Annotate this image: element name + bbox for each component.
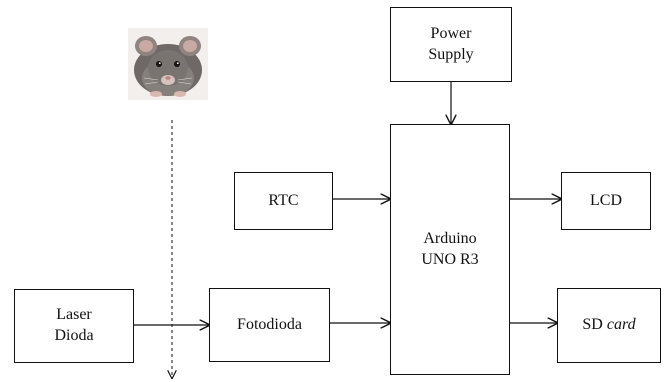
rtc-block: RTC [234,172,333,230]
rat-icon [128,28,208,100]
sd-card-label-italic: card [606,316,636,334]
lcd-label: LCD [590,191,622,209]
lcd-block: LCD [561,172,651,230]
arduino-uno-r3-block: Arduino UNO R3 [390,124,510,375]
rtc-label: RTC [268,191,299,209]
sd-card-label-prefix: SD [582,316,607,334]
fotodioda-label: Fotodioda [237,315,302,333]
power-supply-label: Power Supply [428,24,474,63]
fotodioda-block: Fotodioda [209,288,330,362]
sd-card-label: SD card [582,315,635,336]
laser-diode-block: Laser Dioda [14,289,134,363]
laser-diode-label: Laser Dioda [54,306,94,344]
arduino-label: Arduino UNO R3 [421,229,479,268]
sd-card-block: SD card [557,288,661,363]
power-supply-block: Power Supply [390,7,512,82]
